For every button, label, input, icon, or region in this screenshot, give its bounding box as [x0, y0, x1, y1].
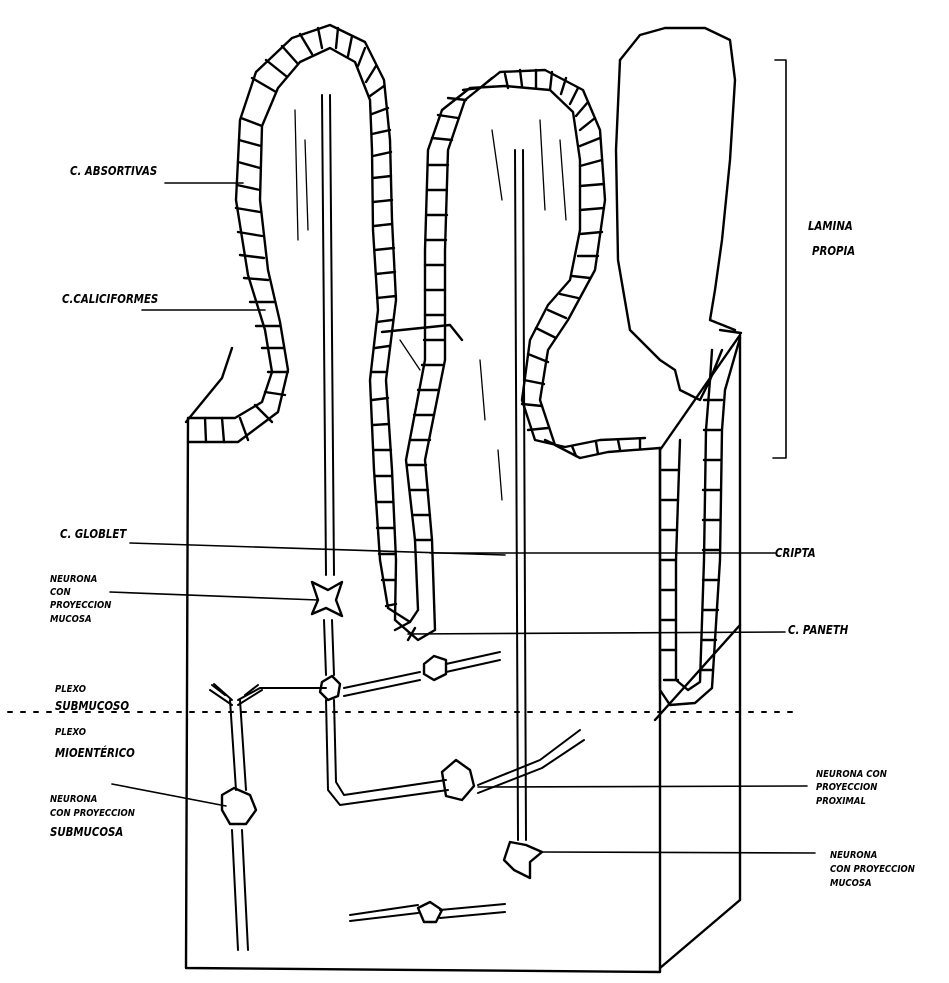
label-plexo-mio-1: PLEXO	[55, 727, 86, 739]
neuron-submucosa-left	[222, 788, 256, 824]
label-neurona-mucosa2-2: CON PROYECCION	[830, 864, 915, 876]
neuron-submucosal-right	[424, 656, 446, 680]
nerve-fibers	[210, 95, 584, 950]
label-neurona-mucosa2-3: MUCOSA	[830, 878, 872, 890]
leader-lines	[110, 60, 815, 853]
label-neurona-submucosa-2: CON PROYECCION	[50, 808, 135, 820]
neuron-mucosa-upper	[312, 582, 342, 616]
label-lamina-propia-2: PROPIA	[812, 245, 855, 257]
label-neurona-mucosa-3: PROYECCION	[50, 600, 111, 612]
label-neurona-proximal-1: NEURONA CON	[816, 769, 887, 781]
label-lamina-propia-1: LAMINA	[808, 220, 853, 232]
label-paneth: C. PANETH	[788, 624, 848, 636]
label-plexo-sub-2: SUBMUCOSO	[55, 700, 129, 712]
label-neurona-mucosa-4: MUCOSA	[50, 614, 92, 626]
label-caliciformes: C.CALICIFORMES	[62, 293, 158, 305]
label-neurona-submucosa-1: NEURONA	[50, 794, 97, 806]
label-absortivas: C. ABSORTIVAS	[70, 165, 157, 177]
neuron-mucosa-lower	[504, 842, 542, 878]
label-neurona-mucosa2-1: NEURONA	[830, 850, 877, 862]
neuron-bottom	[418, 902, 442, 922]
tissue-block	[186, 325, 741, 972]
villus-right	[616, 28, 740, 705]
label-globlet: C. GLOBLET	[60, 528, 126, 540]
label-plexo-sub-1: PLEXO	[55, 684, 86, 696]
label-neurona-proximal-2: PROYECCION	[816, 782, 877, 794]
label-cripta: CRIPTA	[775, 547, 816, 559]
label-neurona-submucosa-3: SUBMUCOSA	[50, 826, 123, 838]
label-neurona-mucosa-1: NEURONA	[50, 574, 97, 586]
label-neurona-mucosa-2: CON	[50, 587, 71, 599]
label-neurona-proximal-3: PROXIMAL	[816, 796, 866, 808]
lamina-hatching	[295, 110, 566, 500]
label-plexo-mio-2: MIOENTÉRICO	[55, 747, 135, 759]
